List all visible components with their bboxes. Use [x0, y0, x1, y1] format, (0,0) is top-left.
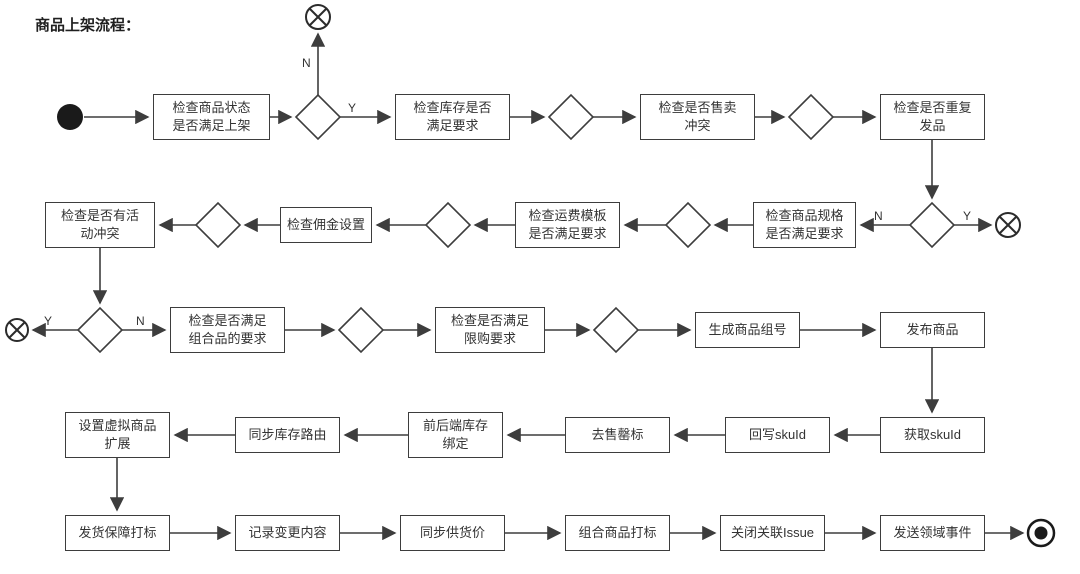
- task-check-purchase-limit: 检查是否满足 限购要求: [435, 307, 545, 353]
- task-check-stock: 检查库存是否 满足要求: [395, 94, 510, 140]
- gateway-2: [547, 93, 595, 141]
- edge-label-n: N: [136, 314, 145, 328]
- gateway-6: [424, 201, 472, 249]
- edge-label-y: Y: [963, 209, 972, 223]
- gateway-5: [664, 201, 712, 249]
- task-write-back-skuid: 回写skuId: [725, 417, 830, 453]
- task-check-combo: 检查是否满足 组合品的要求: [170, 307, 285, 353]
- task-sync-stock-route: 同步库存路由: [235, 417, 340, 453]
- task-gen-group-no: 生成商品组号: [695, 312, 800, 348]
- task-sync-supply-price: 同步供货价: [400, 515, 505, 551]
- task-delivery-mark: 发货保障打标: [65, 515, 170, 551]
- cancel-end-event-top: [305, 4, 331, 30]
- task-bind-stock: 前后端库存 绑定: [408, 412, 503, 458]
- task-check-commission: 检查佣金设置: [280, 207, 372, 243]
- page-title: 商品上架流程：: [35, 17, 141, 34]
- task-check-spec: 检查商品规格 是否满足要求: [753, 202, 856, 248]
- gateway-3: [787, 93, 835, 141]
- gateway-10: [592, 306, 640, 354]
- cancel-end-event-right: [995, 212, 1021, 238]
- task-check-activity-conflict: 检查是否有活 动冲突: [45, 202, 155, 248]
- gateway-4: [908, 201, 956, 249]
- gateway-7: [194, 201, 242, 249]
- task-combo-mark: 组合商品打标: [565, 515, 670, 551]
- task-check-freight: 检查运费模板 是否满足要求: [515, 202, 620, 248]
- task-remove-soldout: 去售罄标: [565, 417, 670, 453]
- start-event: [57, 104, 83, 130]
- edge-label-n: N: [874, 209, 883, 223]
- task-virtual-ext: 设置虚拟商品 扩展: [65, 412, 170, 458]
- task-get-skuid: 获取skuId: [880, 417, 985, 453]
- task-publish: 发布商品: [880, 312, 985, 348]
- gateway-9: [337, 306, 385, 354]
- task-send-event: 发送领域事件: [880, 515, 985, 551]
- task-check-sale-conflict: 检查是否售卖 冲突: [640, 94, 755, 140]
- gateway-1: [294, 93, 342, 141]
- task-close-issue: 关闭关联Issue: [720, 515, 825, 551]
- task-check-duplicate: 检查是否重复 发品: [880, 94, 985, 140]
- edge-label-y: Y: [348, 101, 357, 115]
- end-event: [1026, 518, 1056, 548]
- edge-label-y: Y: [44, 314, 53, 328]
- task-check-status: 检查商品状态 是否满足上架: [153, 94, 270, 140]
- task-record-changes: 记录变更内容: [235, 515, 340, 551]
- gateway-8: [76, 306, 124, 354]
- cancel-end-event-left: [5, 318, 29, 342]
- edge-label-n: N: [302, 56, 311, 70]
